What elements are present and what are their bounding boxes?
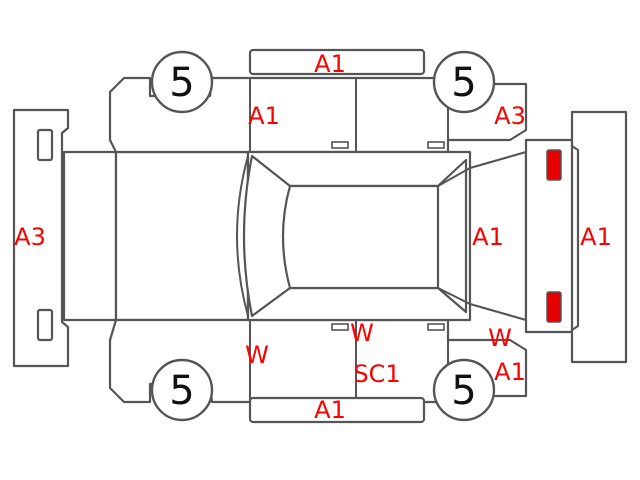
roof <box>236 150 472 322</box>
wheel-rear-left: 5 <box>432 50 496 114</box>
wheel-front-left: 5 <box>150 50 214 114</box>
code-roof-top-strip: A1 <box>314 50 346 78</box>
damage-codes: A1 A1 A1 A3 A3 A1 A1 W W SC1 W A1 <box>14 50 612 424</box>
rear-lamp-top <box>546 149 562 181</box>
roof-top-strip <box>248 48 426 76</box>
wheel-rear-right-label: 5 <box>451 368 476 414</box>
front-bumper <box>12 108 70 368</box>
code-right-rear-wheel-area: A1 <box>494 358 526 386</box>
code-front-left-door: A1 <box>248 102 280 130</box>
code-rear-left-quarter: A3 <box>494 102 526 130</box>
wheel-front-left-label: 5 <box>169 60 194 106</box>
code-right-quarter: W <box>488 324 512 352</box>
code-front-bumper: A3 <box>14 223 46 251</box>
code-tailgate: A1 <box>472 223 504 251</box>
wheel-front-right-label: 5 <box>169 368 194 414</box>
hood <box>62 150 250 322</box>
code-right-rear-door: W <box>350 319 374 347</box>
code-rear-bumper: A1 <box>580 223 612 251</box>
wheel-front-right: 5 <box>150 358 214 422</box>
rear-bumper <box>570 110 628 364</box>
rear-lamp-bottom <box>546 291 562 323</box>
code-right-rear-door-second: SC1 <box>353 360 400 388</box>
wheel-rear-right: 5 <box>432 358 496 422</box>
code-bottom-strip: A1 <box>314 396 346 424</box>
code-right-front-door: W <box>245 341 269 369</box>
bottom-strip <box>248 396 426 424</box>
wheel-rear-left-label: 5 <box>451 60 476 106</box>
